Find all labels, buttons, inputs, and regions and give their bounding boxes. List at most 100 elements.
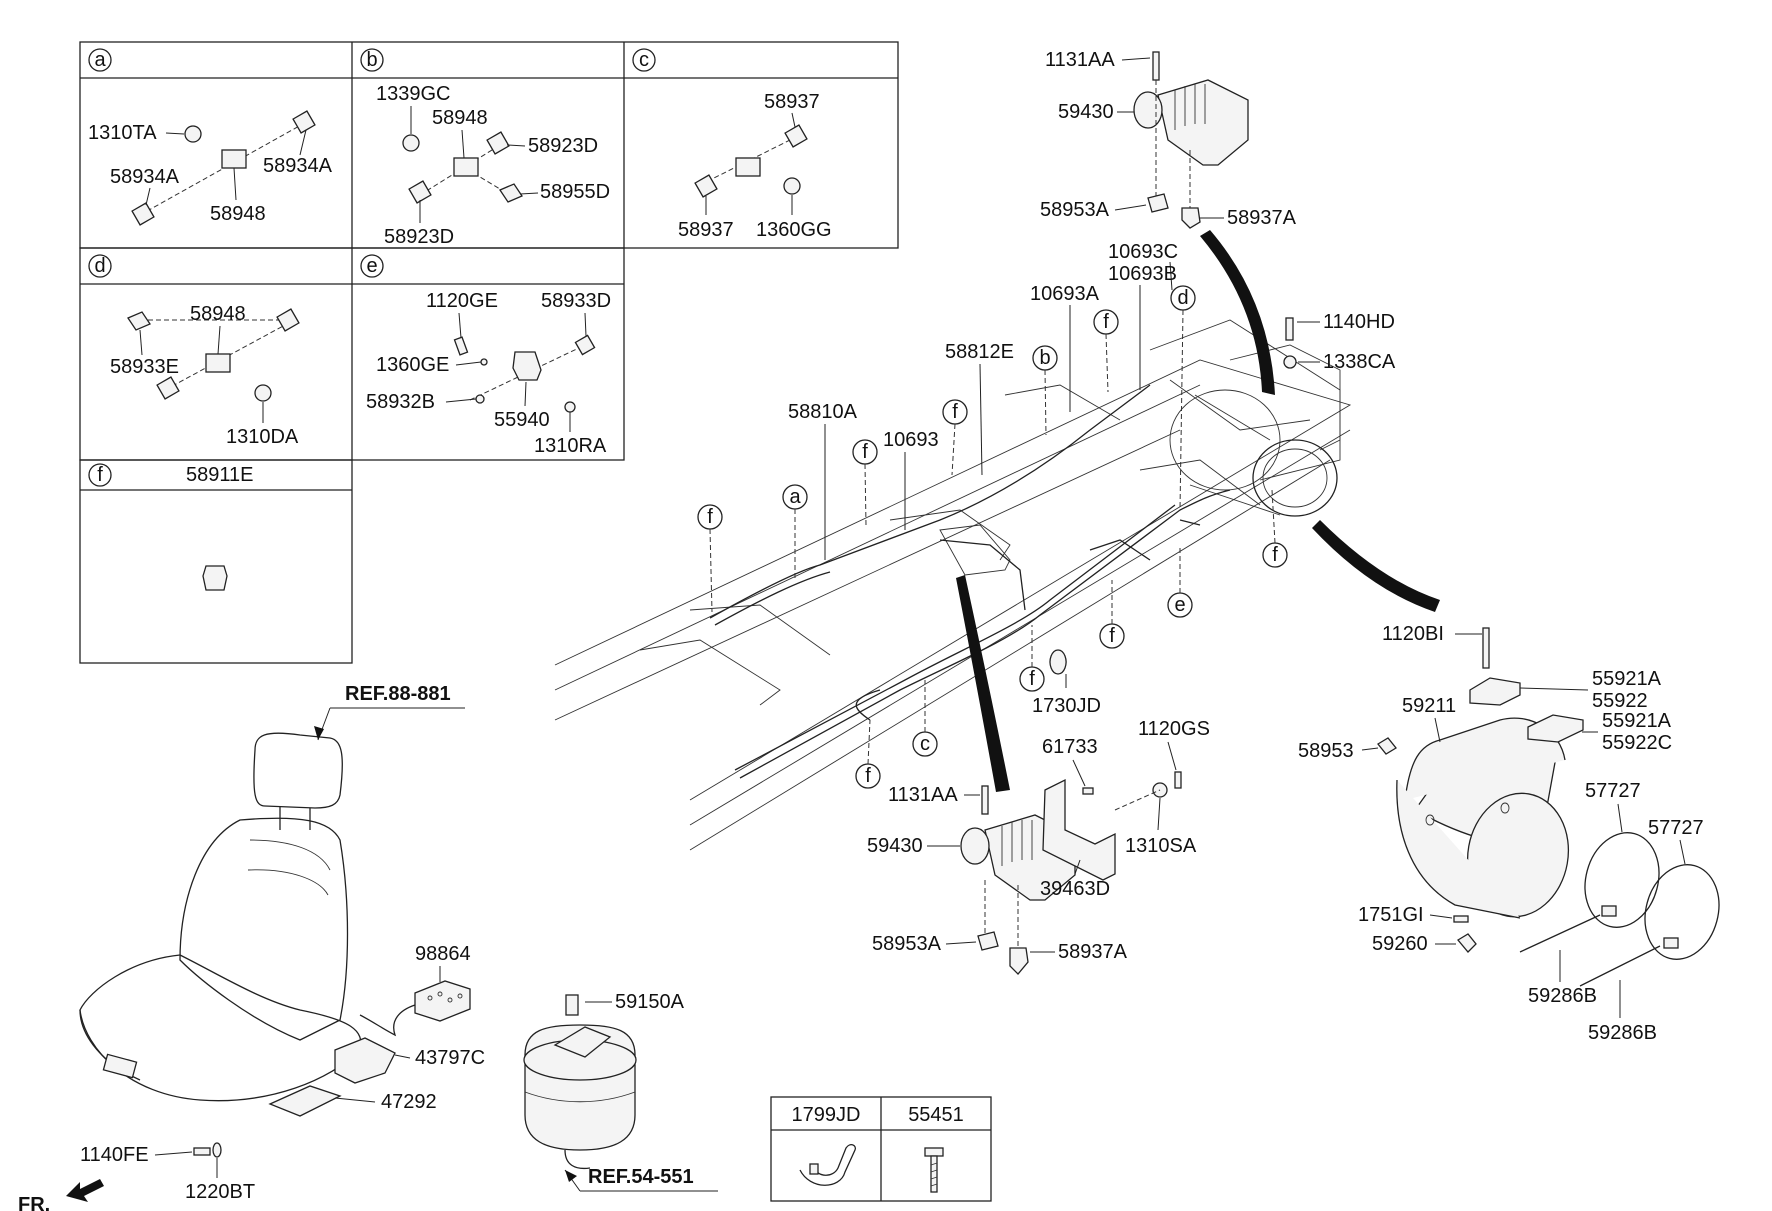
table-header: 1799JD — [792, 1104, 861, 1126]
detail-box-d: d 58948 58933E 1310DA — [88, 254, 300, 448]
part-label: 58812E — [945, 341, 1014, 363]
part-label: 58953 — [1298, 740, 1354, 762]
nut-part — [1283, 355, 1297, 369]
tee-fitting-part — [221, 149, 247, 169]
svg-text:b: b — [1039, 347, 1050, 369]
seat-cushion — [79, 954, 362, 1102]
bolt-part — [1174, 771, 1182, 789]
part-label: 1360GG — [756, 219, 832, 241]
elbow-part — [977, 931, 999, 951]
part-label: 1751GI — [1358, 904, 1424, 926]
part-label: 1120GE — [426, 290, 498, 312]
air-spring-bracket — [553, 1026, 612, 1058]
detail-box-c: c 58937 58937 1360GG — [632, 48, 832, 241]
detail-leader-swoosh-top — [1200, 230, 1275, 395]
air-tank-bottom — [1396, 779, 1521, 919]
front-direction-label: FR. — [18, 1194, 50, 1211]
fitting-part — [486, 131, 510, 155]
tank-bracket-2 — [1527, 714, 1584, 743]
fitting-part — [694, 174, 718, 198]
ref-label: REF.54-551 — [588, 1166, 694, 1188]
part-label: 58911E — [186, 464, 253, 486]
controller-cable — [359, 1004, 416, 1037]
part-label: 58923D — [528, 135, 598, 157]
part-label: 57727 — [1585, 780, 1641, 802]
valve-group-bottom: 1131AA 59430 58953A 58937A 61733 1120GS … — [867, 649, 1210, 975]
part-label: 1339GC — [376, 83, 451, 105]
part-label: 59430 — [867, 835, 923, 857]
cap-part — [254, 384, 272, 402]
part-label: 58932B — [366, 391, 435, 413]
svg-text:f: f — [862, 441, 868, 463]
part-label: 10693 — [883, 429, 939, 451]
part-label: 1310SA — [1125, 835, 1197, 857]
part-label: 1131AA — [888, 784, 958, 806]
part-label: 55922C — [1602, 732, 1672, 754]
fitting-part — [1181, 207, 1201, 229]
part-label: 58953A — [872, 933, 942, 955]
fitting-part — [574, 334, 596, 356]
part-label: 1220BT — [185, 1181, 255, 1203]
fitting-part — [1009, 947, 1029, 975]
part-label: 39463D — [1040, 878, 1110, 900]
part-label: 59260 — [1372, 933, 1428, 955]
washer-part — [184, 125, 202, 143]
part-label: 10693B — [1108, 263, 1177, 285]
part-label: 1140FE — [80, 1144, 149, 1166]
detail-leader-swoosh-right — [1312, 520, 1440, 612]
part-label: 61733 — [1042, 736, 1098, 758]
air-spring-group: 59150A — [523, 991, 685, 1170]
svg-text:f: f — [1272, 544, 1278, 566]
vehicle-frame — [554, 319, 1352, 851]
part-label: 10693A — [1030, 283, 1100, 305]
headrest — [253, 732, 343, 809]
drain-fitting-part — [1377, 737, 1397, 755]
part-label: 1360GE — [376, 354, 449, 376]
svg-text:f: f — [707, 506, 713, 528]
svg-text:d: d — [1177, 287, 1188, 309]
seat-back — [179, 817, 349, 1041]
elbow-part — [1147, 193, 1169, 213]
tank-strap-2 — [1644, 864, 1720, 960]
part-label: 55921A — [1592, 668, 1662, 690]
cable-tie-head — [809, 1163, 819, 1175]
tank-strap-1 — [1584, 832, 1660, 928]
part-label: 59286B — [1588, 1022, 1657, 1044]
strap-clamp-part — [1663, 937, 1679, 949]
seat-group: 98864 43797C 47292 1140FE 1220BT — [79, 732, 485, 1203]
part-label: 59286B — [1528, 985, 1597, 1007]
box-letter: e — [366, 255, 377, 277]
drain-plug-part — [1453, 915, 1469, 923]
bolt-part — [453, 336, 469, 356]
tee-fitting-part — [453, 157, 479, 177]
bolt-part — [981, 785, 989, 815]
svg-text:f: f — [1029, 668, 1035, 690]
cable-tie-icon — [799, 1144, 856, 1186]
part-label: 57727 — [1648, 817, 1704, 839]
washer-part — [212, 1142, 222, 1158]
svg-text:f: f — [1109, 625, 1115, 647]
strap-clamp-part — [1601, 905, 1617, 917]
part-label: 59430 — [1058, 101, 1114, 123]
part-label: 58810A — [788, 401, 858, 423]
box-letter: f — [97, 464, 103, 486]
box-letter: d — [94, 255, 105, 277]
part-label: 58953A — [1040, 199, 1110, 221]
box-letter: a — [94, 49, 106, 71]
valve-diaphragm-part — [1133, 91, 1163, 129]
fitting-part — [131, 202, 155, 226]
svg-text:f: f — [1103, 311, 1109, 333]
part-label: 43797C — [415, 1047, 485, 1069]
part-label: 58937A — [1227, 207, 1297, 229]
svg-text:f: f — [952, 401, 958, 423]
part-label: 58948 — [190, 303, 246, 325]
part-label: 1120GS — [1138, 718, 1210, 740]
detail-box-f: f 58911E — [88, 463, 253, 591]
leveling-valve-part — [1157, 79, 1249, 166]
grommet-part — [1049, 649, 1067, 675]
nut-part — [475, 394, 485, 404]
part-label: 58933E — [110, 356, 179, 378]
part-label: 58948 — [432, 107, 488, 129]
bolt-part — [1482, 627, 1490, 669]
